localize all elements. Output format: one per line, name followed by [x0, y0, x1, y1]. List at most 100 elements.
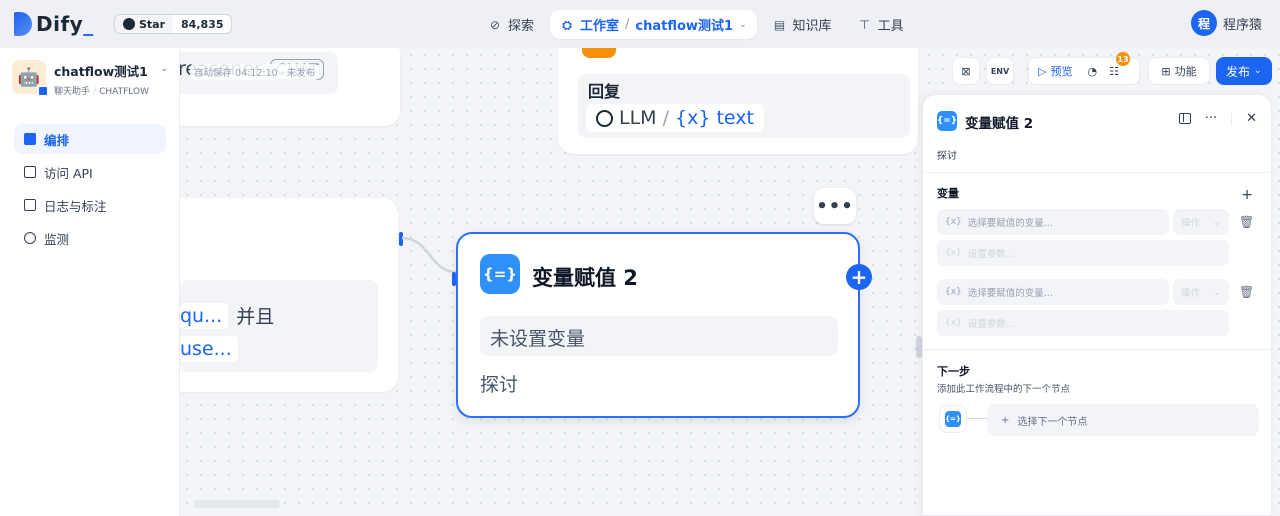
robot-icon: ⛭: [562, 17, 572, 32]
dify-logo[interactable]: Dify_: [14, 12, 94, 36]
top-nav-bar: Dify_ Star 84,835 ⊘ 探索 ⛭ 工作室 / chatflow测…: [0, 0, 1280, 48]
run-group: ▷预览 ◔ ☷13: [1028, 52, 1140, 85]
env-button[interactable]: ENV: [986, 57, 1014, 85]
next-step-description: 添加此工作流程中的下一个节点: [937, 384, 1071, 395]
variable-assigner-icon: {=}: [945, 411, 961, 427]
dify-logo-mark-icon: [14, 12, 32, 36]
panel-title[interactable]: 变量赋值 2: [965, 116, 1034, 132]
compass-icon: ⊘: [489, 17, 501, 32]
env-variables-button[interactable]: ⊠: [952, 57, 980, 85]
workflow-edge: [401, 236, 457, 274]
autosave-status: 自动保存 04:12:10 · 未发布: [190, 64, 320, 80]
sidebar-item-api[interactable]: 访问 API: [14, 157, 166, 187]
variable-assigner-icon: {=}: [480, 254, 520, 294]
sidebar-menu: 编排 访问 API 日志与标注 监测: [14, 124, 166, 256]
app-switcher[interactable]: chatflow测试1: [635, 19, 733, 34]
variable-select[interactable]: {x}选择要赋值的变量...: [937, 279, 1169, 305]
variable-select[interactable]: {x}选择要赋值的变量...: [937, 209, 1169, 235]
variable-icon: {x}: [945, 287, 962, 297]
nav-studio-label: 工作室: [580, 19, 620, 34]
next-step-label: 下一步: [937, 365, 970, 378]
checklist-icon: ☷: [1109, 64, 1119, 78]
plus-icon: +: [1001, 414, 1010, 426]
operation-select[interactable]: 操作⌄: [1173, 209, 1229, 235]
terminal-icon: [24, 166, 36, 178]
variable-icon: {x}: [945, 217, 962, 227]
chatflow-badge-icon: [37, 85, 49, 97]
variable-icon: {x}: [945, 318, 962, 328]
hammer-icon: ⊤: [859, 17, 870, 32]
if-else-node[interactable]: qu... 并且 use...: [180, 198, 398, 392]
features-button[interactable]: ⊞功能: [1148, 57, 1210, 85]
document-icon: [24, 199, 36, 211]
condition-and-label: 并且: [236, 306, 275, 328]
app-robot-icon: 🤖: [12, 60, 49, 97]
main-nav: ⊘ 探索 ⛭ 工作室 / chatflow测试1 ⌄ ▤ 知识库 ⊤ 工具: [478, 10, 914, 39]
sidebar-item-logs[interactable]: 日志与标注: [14, 190, 166, 220]
variable-assigner-node[interactable]: {=} 变量赋值 2 未设置变量 探讨 +: [452, 232, 872, 418]
nav-studio[interactable]: ⛭ 工作室 / chatflow测试1 ⌄: [550, 10, 757, 39]
answer-node-label: 回复: [588, 82, 621, 101]
plus-icon: +: [850, 265, 868, 289]
env-badge-icon: ENV: [990, 66, 1010, 76]
answer-node[interactable]: 回复 LLM / {x} text: [558, 48, 918, 154]
history-icon: ◔: [1087, 64, 1098, 78]
node-config-panel: {=} 变量赋值 2 ··· ✕ 探讨 变量 + {x}选择要赋值的变量... …: [922, 94, 1272, 516]
node-more-button[interactable]: •••: [814, 188, 856, 224]
checklist-button[interactable]: ☷13: [1103, 52, 1130, 84]
logo-text: Dify_: [36, 12, 94, 36]
more-icon[interactable]: ···: [1204, 111, 1218, 126]
gauge-icon: [24, 232, 36, 244]
node-output-handle[interactable]: [399, 232, 403, 246]
variable-assigner-icon: {=}: [937, 111, 957, 131]
add-next-node-button[interactable]: +: [846, 264, 872, 290]
trash-icon[interactable]: 🗑: [1239, 215, 1255, 229]
condition-var-chip: use...: [180, 336, 238, 362]
preview-button[interactable]: ▷预览: [1038, 64, 1073, 79]
play-icon: ▷: [1038, 64, 1047, 78]
node-description: 探讨: [480, 374, 519, 396]
user-name: 程序猿: [1222, 17, 1262, 33]
answer-node-icon: [582, 48, 616, 58]
app-sidebar: 🤖 chatflow测试1 聊天助手/CHATFLOW ⌄ 编排 访问 API …: [0, 48, 180, 516]
sidebar-item-orchestrate[interactable]: 编排: [14, 124, 166, 154]
current-node-badge: {=}: [939, 405, 967, 433]
llm-icon: [596, 109, 613, 127]
answer-variable-chip: LLM / {x} text: [586, 104, 764, 132]
parameter-input[interactable]: {x}设置参数...: [937, 310, 1229, 336]
app-info[interactable]: 🤖 chatflow测试1 聊天助手/CHATFLOW ⌄: [12, 60, 172, 97]
layout-icon: [24, 133, 36, 145]
condition-var-chip: qu...: [180, 302, 229, 329]
canvas-scrollbar-horizontal[interactable]: [194, 500, 280, 508]
env-icon: ⊠: [961, 64, 971, 78]
publish-button[interactable]: 发布⌄: [1216, 57, 1272, 85]
node-input-handle[interactable]: [452, 272, 456, 286]
panel-description[interactable]: 探讨: [937, 151, 957, 162]
llm-node-reasoner[interactable]: reasonerCHAT: [180, 48, 400, 126]
app-mode: CHATFLOW: [99, 87, 149, 97]
node-variable-placeholder: 未设置变量: [480, 316, 838, 356]
close-icon[interactable]: ✕: [1246, 111, 1257, 126]
split-view-icon[interactable]: [1178, 113, 1191, 124]
parameter-input[interactable]: {x}设置参数...: [937, 240, 1229, 266]
chevron-down-icon: ⌄: [160, 64, 168, 74]
book-icon: ▤: [773, 17, 786, 32]
nav-knowledge[interactable]: ▤ 知识库: [773, 17, 832, 35]
app-name: chatflow测试1: [54, 64, 148, 79]
github-star-button[interactable]: Star 84,835: [114, 14, 233, 34]
variable-icon: {x}: [945, 248, 962, 258]
history-button[interactable]: ◔: [1081, 58, 1103, 84]
avatar: 程: [1190, 10, 1217, 36]
trash-icon[interactable]: 🗑: [1239, 285, 1255, 299]
select-next-node-button[interactable]: +选择下一个节点: [987, 404, 1259, 436]
operation-select[interactable]: 操作⌄: [1173, 279, 1229, 305]
add-variable-icon[interactable]: +: [1241, 187, 1253, 203]
sidebar-item-monitor[interactable]: 监测: [14, 223, 166, 253]
nav-explore[interactable]: ⊘ 探索: [489, 17, 535, 35]
panel-resize-handle[interactable]: [916, 336, 922, 358]
user-menu[interactable]: 程 程序猿: [1190, 10, 1262, 36]
variables-section-label: 变量: [937, 187, 959, 200]
nav-tools[interactable]: ⊤ 工具: [859, 17, 904, 35]
chevron-down-icon: ⌄: [1213, 216, 1221, 228]
chevron-down-icon: ⌄: [1254, 66, 1262, 76]
